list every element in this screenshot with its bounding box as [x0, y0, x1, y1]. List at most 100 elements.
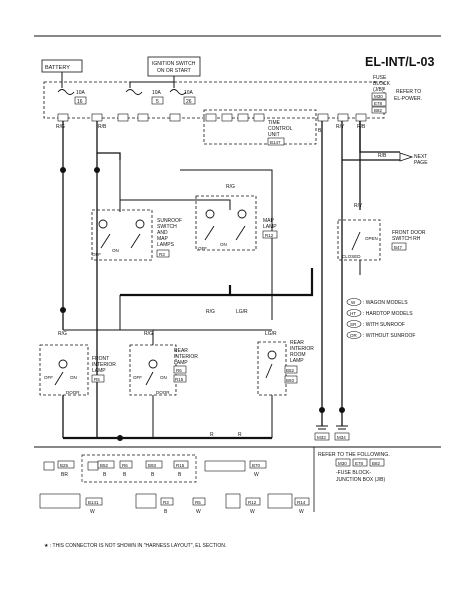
time-control-unit — [203, 109, 317, 145]
wire-rg-1: R/G — [56, 124, 65, 130]
wire-rg-3: R/G — [206, 309, 215, 315]
dashed-group — [81, 454, 197, 483]
rear-room-label-0: REAR — [290, 340, 304, 346]
conn-r15-id: R15 — [176, 463, 185, 468]
wire-rg-2: R/G — [226, 184, 235, 190]
map-lamp-off: OFF — [198, 246, 207, 251]
fuse-5: 10A 5 — [125, 89, 164, 105]
fuse-5-num: 5 — [156, 99, 159, 105]
refer-line-1: -FUSE BLOCK- — [336, 470, 371, 476]
rear-room-label-3: LAMP — [290, 358, 304, 364]
conn-b93-id: B93 — [148, 463, 157, 468]
fuse-26-num: 26 — [186, 99, 192, 105]
ground-conn-2: M34 — [337, 435, 346, 440]
front-door-conn: B47 — [394, 245, 403, 250]
refer-line-2: JUNCTION BOX (J/B) — [336, 477, 386, 483]
legend-code-2: SR — [350, 322, 357, 327]
conn-r3-id: R3 — [163, 500, 169, 505]
conn-b52-color: B — [103, 472, 107, 478]
fuse-block-label-2: (J/B) — [373, 87, 384, 93]
ground-conn-1: M33 — [317, 435, 326, 440]
legend: W : WAGON MODELS HT : HARDTOP MODELS SR … — [346, 298, 415, 339]
fuse-block-label-0: FUSE — [373, 75, 387, 81]
footnote: ★ : THIS CONNECTOR IS NOT SHOWN IN "HARN… — [44, 543, 226, 549]
fuse-block-outline — [43, 81, 385, 119]
rear-room-label-1: INTERIOR — [290, 346, 314, 352]
wire-lgr-1: LG/R — [236, 309, 248, 315]
legend-text-0: : WAGON MODELS — [363, 300, 408, 306]
conn-b93-color: B — [151, 472, 155, 478]
legend-code-3: OR — [350, 333, 358, 338]
conn-r6-id: R6 — [122, 463, 128, 468]
refer-conn-2: E78 — [355, 461, 364, 466]
page-title: EL-INT/L-03 — [365, 55, 434, 69]
conn-b52-id: B52 — [100, 463, 109, 468]
map-lamp-box — [195, 195, 257, 251]
rear-interior-label-0: REAR — [174, 348, 188, 354]
rear-room-conn-2: B93 — [286, 378, 295, 383]
fuse-block-conn-2: E78 — [374, 101, 383, 106]
conn-r3-color: B — [164, 509, 168, 515]
front-interior-off: OFF — [44, 375, 53, 380]
conn-b141-color: W — [90, 509, 95, 515]
fuse-block-pins — [57, 113, 367, 122]
conn-r14-color: W — [299, 509, 304, 515]
next-page-label-0: NEXT — [414, 154, 427, 160]
tcu-label-3: UNIT — [268, 132, 280, 138]
refer-conn-1: M30 — [338, 461, 347, 466]
wire-lgr-2: LG/R — [265, 331, 277, 337]
conn-r5-color: W — [196, 509, 201, 515]
conn-b141-id: B141 — [88, 500, 99, 505]
rear-room-conn-1: B52 — [286, 368, 295, 373]
sunroof-label-4: LAMPS — [157, 242, 175, 248]
next-page-arrow — [399, 152, 414, 162]
front-interior-door: DOOR — [66, 390, 80, 395]
front-interior-label-1: INTERIOR — [92, 362, 116, 368]
sunroof-conn: R3 — [159, 252, 165, 257]
map-lamp-label-0: MAP — [263, 218, 275, 224]
rear-room-label-2: ROOM — [290, 352, 306, 358]
front-interior-label-2: LAMP — [92, 368, 106, 374]
legend-text-1: : HARDTOP MODELS — [363, 311, 413, 317]
map-lamp-on: ON — [220, 242, 227, 247]
wire-r-2: R — [238, 432, 242, 438]
wire-rb-2: R/B — [357, 124, 366, 130]
sunroof-on: ON — [112, 248, 119, 253]
fuse-16-amp: 10A — [76, 90, 86, 96]
wire-rg-4: R/G — [58, 331, 67, 337]
conn-r6-color: B — [123, 472, 127, 478]
legend-code-0: W — [351, 300, 356, 305]
fuse-5-amp: 10A — [152, 90, 162, 96]
ignition-label-2: ON OR START — [157, 68, 191, 74]
conn-r15-color: B — [178, 472, 182, 478]
sunroof-label-2: AND — [157, 230, 168, 236]
front-door-label-0: FRONT DOOR — [392, 230, 426, 236]
tcu-label-1: TIME — [268, 120, 281, 126]
ignition-label-1: IGNITION SWITCH — [152, 61, 196, 67]
rear-room-lamp-box — [257, 341, 287, 396]
wire-b-1: B — [318, 128, 322, 134]
rear-interior-conn-2: R15 — [175, 377, 184, 382]
rear-interior-label-1: INTERIOR — [174, 354, 198, 360]
wire-rb-1: R/B — [98, 124, 107, 130]
conn-r5-id: R5 — [195, 500, 201, 505]
conn-r14-id: R14 — [297, 500, 306, 505]
front-interior-conn: R5 — [94, 377, 100, 382]
wire-rg-5: R/G — [144, 331, 153, 337]
legend-code-1: HT — [350, 311, 356, 316]
conn-b70-id: B70 — [252, 463, 261, 468]
refer-el-power-2: EL-POWER. — [394, 96, 422, 102]
sunroof-switch-box — [91, 209, 153, 261]
rear-interior-on: ON — [160, 375, 167, 380]
legend-text-2: : WITH SUNROOF — [363, 322, 405, 328]
rear-interior-door: DOOR — [156, 390, 170, 395]
fuse-26-amp: 10A — [184, 90, 194, 96]
refer-conn-3: B82 — [372, 461, 381, 466]
wire-r-1: R — [210, 432, 214, 438]
next-page-label-1: PAGE — [414, 160, 428, 166]
refer-title: REFER TO THE FOLLOWING. — [318, 452, 390, 458]
rear-interior-label-2: LAMP — [174, 360, 188, 366]
conn-b25-id: B25 — [60, 463, 69, 468]
legend-text-3: : WITHOUT SUNROOF — [363, 333, 415, 339]
wire-ry-1: R/Y — [336, 124, 345, 130]
